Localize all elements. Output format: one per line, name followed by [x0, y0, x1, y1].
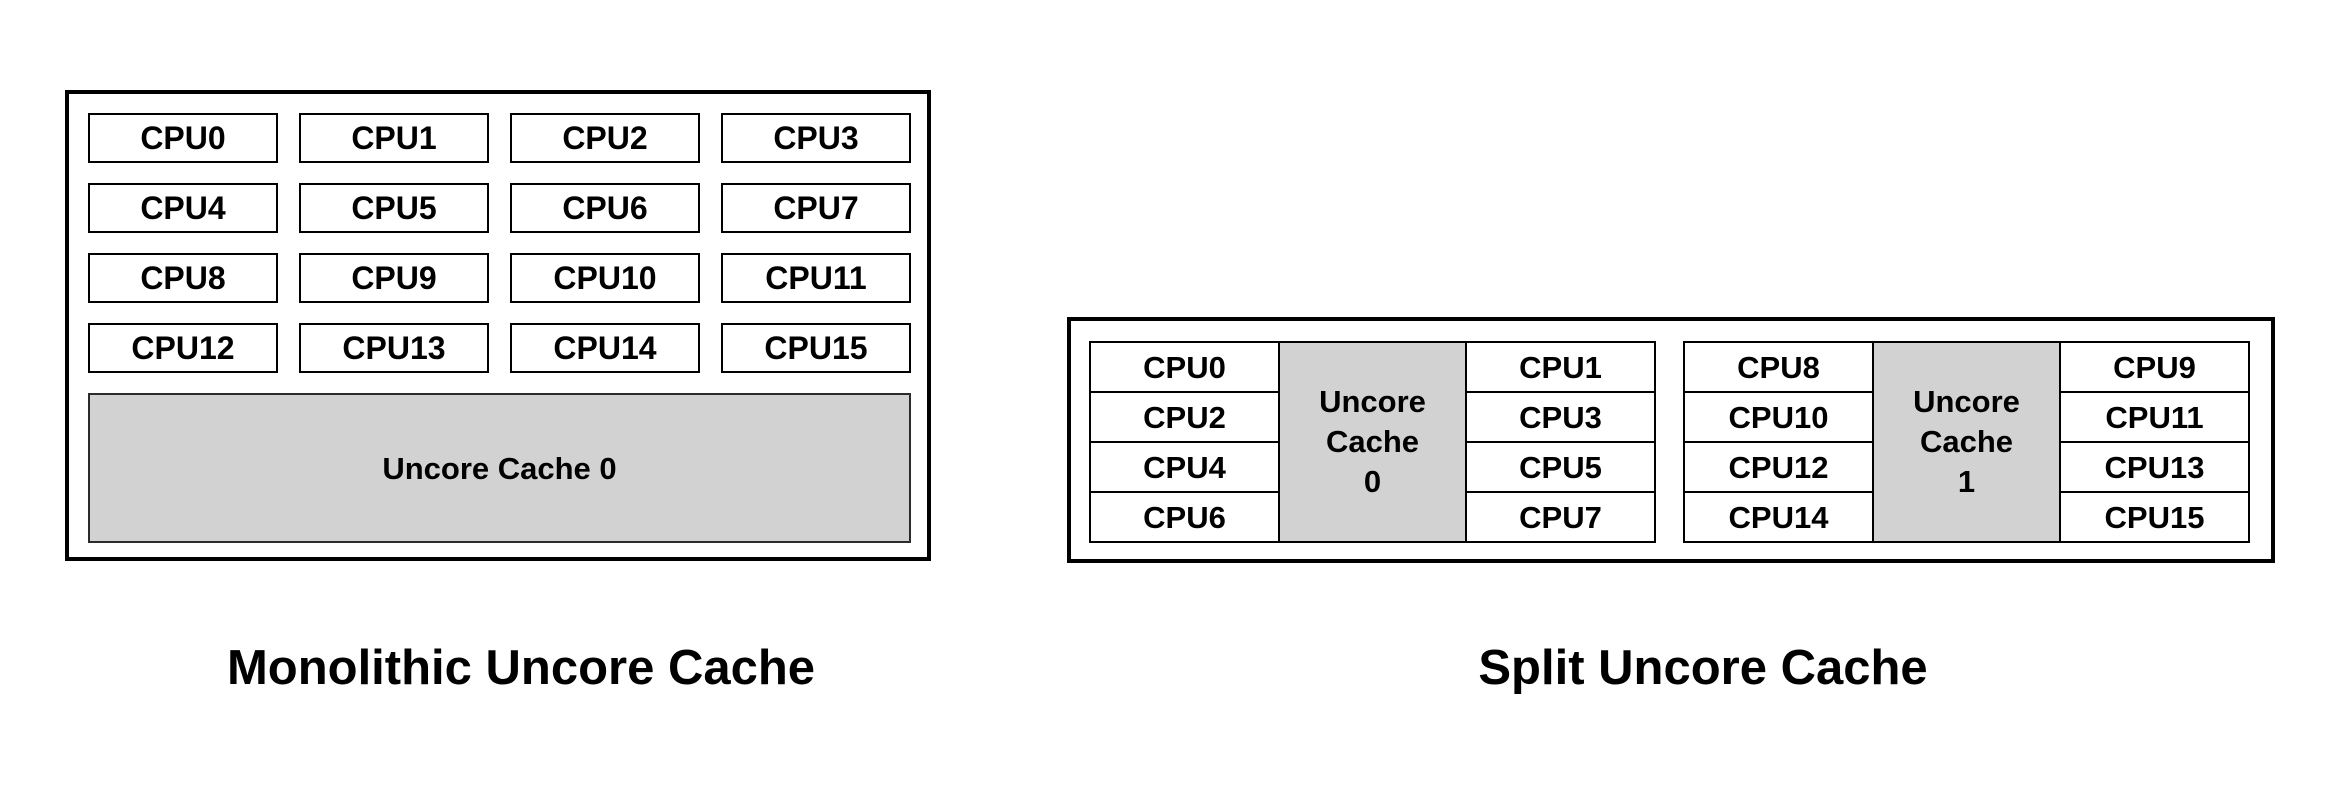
cpu-box: CPU8 — [88, 253, 278, 303]
cpu-box: CPU5 — [299, 183, 489, 233]
cache-label-line: Uncore — [1913, 384, 2020, 420]
cache-label-line: 0 — [1363, 463, 1382, 499]
split-group-0: CPU0 CPU2 CPU4 CPU6 Uncore Cache 0 CPU1 … — [1089, 341, 1656, 543]
cpu-box: CPU2 — [510, 113, 700, 163]
cpu-cell: CPU1 — [1519, 349, 1602, 385]
cache-label-line: Cache — [1325, 424, 1420, 460]
monolithic-cpu-grid: CPU0 CPU1 CPU2 CPU3 CPU4 CPU5 CPU6 CPU7 … — [88, 113, 927, 373]
cpu-box: CPU9 — [299, 253, 489, 303]
cpu-cell: CPU12 — [1685, 441, 1872, 491]
cpu-cell: CPU2 — [1091, 391, 1278, 441]
cpu-cell: CPU3 — [1467, 391, 1654, 441]
cpu-box: CPU1 — [299, 113, 489, 163]
cache-label-line: 1 — [1957, 463, 1976, 499]
cpu-box: CPU3 — [721, 113, 911, 163]
uncore-cache-0-column: Uncore Cache 0 — [1278, 341, 1467, 543]
cpu-cell: CPU6 — [1091, 491, 1278, 541]
monolithic-package-box: CPU0 CPU1 CPU2 CPU3 CPU4 CPU5 CPU6 CPU7 … — [65, 90, 931, 561]
uncore-cache-1-column: Uncore Cache 1 — [1872, 341, 2061, 543]
uncore-cache-0-box: Uncore Cache 0 — [88, 393, 911, 543]
cpu-column: CPU0 CPU2 CPU4 CPU6 — [1089, 341, 1280, 543]
cpu-box: CPU15 — [721, 323, 911, 373]
cpu-cell: CPU8 — [1737, 349, 1820, 385]
cpu-box: CPU7 — [721, 183, 911, 233]
uncore-cache-0-label: Uncore Cache 0 — [1319, 382, 1426, 501]
cpu-column: CPU1 CPU3 CPU5 CPU7 — [1465, 341, 1656, 543]
split-group-1: CPU8 CPU10 CPU12 CPU14 Uncore Cache 1 CP… — [1683, 341, 2250, 543]
cpu-box: CPU12 — [88, 323, 278, 373]
cpu-cell: CPU7 — [1467, 491, 1654, 541]
cpu-cell: CPU9 — [2113, 349, 2196, 385]
cpu-cell: CPU0 — [1143, 349, 1226, 385]
cpu-box: CPU13 — [299, 323, 489, 373]
cpu-cell: CPU5 — [1467, 441, 1654, 491]
cpu-cell: CPU10 — [1685, 391, 1872, 441]
split-package-box: CPU0 CPU2 CPU4 CPU6 Uncore Cache 0 CPU1 … — [1067, 317, 2275, 563]
cpu-cell: CPU14 — [1685, 491, 1872, 541]
cpu-box: CPU14 — [510, 323, 700, 373]
cpu-box: CPU11 — [721, 253, 911, 303]
cpu-box: CPU0 — [88, 113, 278, 163]
cpu-cell: CPU4 — [1091, 441, 1278, 491]
cpu-column: CPU8 CPU10 CPU12 CPU14 — [1683, 341, 1874, 543]
cpu-box: CPU10 — [510, 253, 700, 303]
cpu-cell: CPU11 — [2061, 391, 2248, 441]
cpu-cell: CPU15 — [2061, 491, 2248, 541]
cpu-cell: CPU13 — [2061, 441, 2248, 491]
cache-label-line: Uncore — [1319, 384, 1426, 420]
monolithic-caption: Monolithic Uncore Cache — [226, 641, 816, 695]
cpu-column: CPU9 CPU11 CPU13 CPU15 — [2059, 341, 2250, 543]
cpu-box: CPU4 — [88, 183, 278, 233]
split-caption: Split Uncore Cache — [1478, 641, 1928, 695]
cache-label-line: Cache — [1919, 424, 2014, 460]
cpu-box: CPU6 — [510, 183, 700, 233]
uncore-cache-1-label: Uncore Cache 1 — [1913, 382, 2020, 501]
